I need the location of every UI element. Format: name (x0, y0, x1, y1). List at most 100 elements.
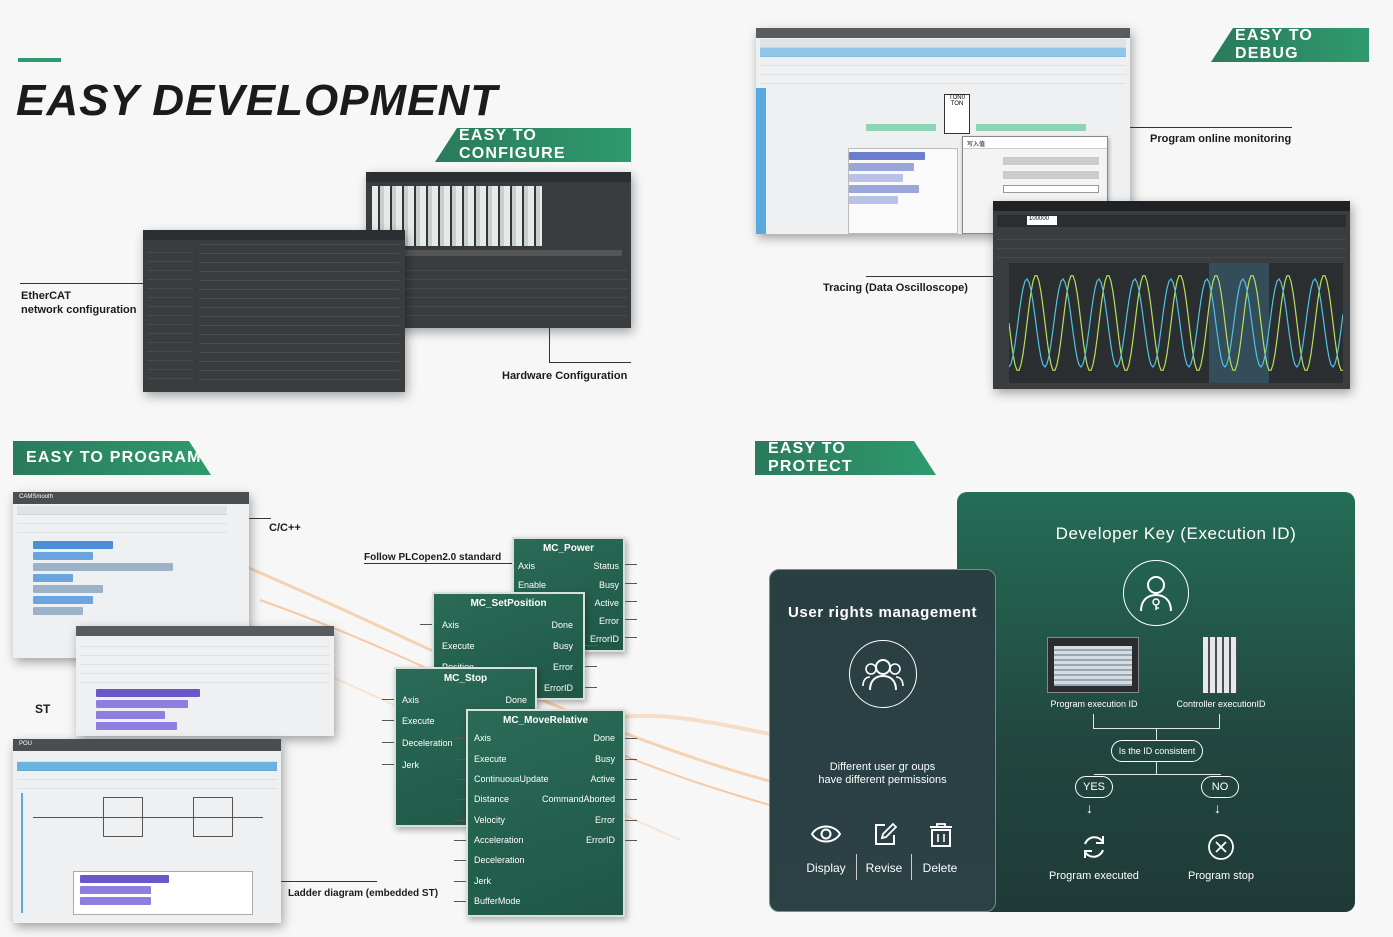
banner-easy-to-debug: EASY TO DEBUG (1211, 28, 1369, 62)
fb-mc-moverelative-output: ErrorID (586, 835, 615, 845)
ladder-callout: Ladder diagram (embedded ST) (288, 888, 439, 899)
plcopen-callout: Follow PLCopen2.0 standard (364, 552, 502, 563)
refresh-cycle-icon (1079, 832, 1109, 867)
monitoring-leader-line (1130, 127, 1292, 128)
banner-easy-to-configure: EASY TO CONFIGURE (435, 128, 631, 162)
page-title: EASY DEVELOPMENT (16, 76, 499, 125)
cpp-editor-title: CAMSmooth (13, 492, 249, 504)
ethercat-label: EtherCAT (21, 290, 71, 302)
fb-mc-moverelative-input: BufferMode (474, 896, 521, 906)
fb-mc-moverelative-input: Acceleration (474, 835, 524, 845)
no-pill: NO (1201, 776, 1239, 798)
fb-mc-power-output: Active (594, 598, 619, 608)
trace-oscilloscope-screenshot: 100000 (993, 201, 1350, 389)
user-rights-desc-line1: Different user gr oups (829, 761, 936, 773)
fb-mc-moverelative-output: Done (593, 733, 615, 743)
fb-mc-stop-input: Execute (402, 716, 435, 726)
program-execution-id-label: Program execution ID (1050, 699, 1138, 709)
fb-mc-stop-input: Deceleration (402, 738, 453, 748)
program-stop-label: Program stop (1187, 870, 1255, 882)
fb-mc-stop-output: Done (505, 695, 527, 705)
fb-mc-moverelative-output: Error (595, 815, 615, 825)
fb-mc-power-input: Axis (518, 561, 536, 571)
st-code-screenshot (76, 626, 334, 736)
fb-mc-power-output: ErrorID (590, 634, 619, 644)
yes-arrow-icon: ↓ (1086, 800, 1093, 816)
banner-easy-to-program: EASY TO PROGRAM (13, 441, 211, 475)
banner-easy-to-protect: EASY TO PROTECT (755, 441, 936, 475)
fb-mc-stop-title: MC_Stop (443, 673, 488, 684)
cpp-callout: C/C++ (269, 522, 301, 534)
hardware-callout: Hardware Configuration (502, 370, 628, 382)
st-callout: ST (35, 702, 51, 716)
program-id-thumbnail (1047, 637, 1139, 693)
fb-mc-moverelative-title: MC_MoveRelative (502, 715, 589, 726)
fb-mc-moverelative-input: Execute (474, 754, 507, 764)
plcopen-leader-line (364, 563, 512, 564)
tracing-callout: Tracing (Data Oscilloscope) (823, 282, 968, 294)
developer-key-title: Developer Key (Execution ID) (1055, 524, 1297, 543)
fb-mc-setposition-output: Busy (552, 641, 573, 651)
user-key-icon (1123, 560, 1189, 626)
ethercat-leader-line (20, 283, 143, 284)
write-value-dialog-title: 写入值 (963, 137, 1107, 149)
controller-execution-id-label: Controller executionID (1176, 699, 1266, 709)
delete-label: Delete (922, 861, 958, 875)
fb-mc-power-output: Busy (598, 580, 619, 590)
fb-mc-setposition-title: MC_SetPosition (470, 598, 547, 609)
ladder-leader-line (281, 881, 377, 882)
fb-mc-moverelative-input: Deceleration (474, 855, 525, 865)
hardware-leader-vertical (549, 328, 550, 362)
fb-mc-power-output: Error (599, 616, 619, 626)
developer-key-card: Developer Key (Execution ID) Program exe… (957, 492, 1355, 912)
id-consistent-question: Is the ID consistent (1111, 740, 1203, 762)
trash-icon (928, 822, 954, 853)
fb-mc-moverelative-input: Axis (474, 733, 492, 743)
user-rights-desc-line2: have different permissions (818, 774, 947, 786)
ethercat-config-screenshot (143, 230, 405, 392)
fb-mc-moverelative-output: Busy (594, 754, 615, 764)
revise-label: Revise (865, 861, 903, 875)
fb-mc-setposition-input: Execute (442, 641, 475, 651)
fb-mc-power-output: Status (593, 561, 619, 571)
no-arrow-icon: ↓ (1214, 800, 1221, 816)
yes-pill: YES (1075, 776, 1113, 798)
stop-x-icon (1207, 833, 1235, 866)
user-rights-card: User rights management Different user gr… (769, 569, 996, 912)
hardware-leader-horizontal (549, 362, 631, 363)
program-executed-label: Program executed (1049, 870, 1139, 882)
monitor-ton-instance: TON0 (949, 95, 965, 101)
edit-icon (872, 822, 898, 853)
controller-thumbnail (1203, 637, 1237, 693)
fb-mc-moverelative: MC_MoveRelative Axis Execute ContinuousU… (466, 709, 625, 917)
fb-mc-setposition-output: ErrorID (544, 683, 573, 693)
monitoring-callout: Program online monitoring (1150, 133, 1292, 145)
monitor-ton-type: TON (950, 101, 964, 107)
fb-mc-moverelative-input: Jerk (474, 876, 492, 886)
ladder-diagram-screenshot: POU (13, 739, 281, 923)
trace-sample-value: 100000 (1027, 216, 1057, 225)
fb-mc-moverelative-input: Distance (474, 794, 510, 804)
monitor-ton-block: TON0 TON (944, 94, 970, 134)
fb-mc-power-input: Enable (518, 580, 547, 590)
fb-mc-setposition-output: Done (551, 620, 573, 630)
ethercat-callout: EtherCAT network configuration (21, 289, 137, 318)
fb-mc-stop-input: Jerk (402, 760, 420, 770)
fb-mc-setposition-input: Axis (442, 620, 460, 630)
fb-mc-moverelative-input: ContinuousUpdate (474, 774, 549, 784)
fb-mc-stop-input: Axis (402, 695, 420, 705)
display-label: Display (806, 861, 846, 875)
tracing-leader-line (866, 276, 993, 277)
title-accent-bar (18, 58, 61, 62)
fb-mc-power-title: MC_Power (542, 543, 595, 554)
fb-mc-moverelative-output: Active (590, 774, 615, 784)
eye-icon (810, 822, 842, 851)
fb-mc-moverelative-output: CommandAborted (541, 794, 615, 804)
oscilloscope-waveform (1009, 263, 1343, 383)
cpp-leader-line (249, 518, 271, 519)
fb-mc-setposition-output: Error (553, 662, 573, 672)
user-group-icon (849, 640, 917, 708)
ethercat-network-label: network configuration (21, 304, 137, 317)
ladder-editor-title: POU (13, 739, 281, 751)
fb-mc-moverelative-input: Velocity (474, 815, 506, 825)
